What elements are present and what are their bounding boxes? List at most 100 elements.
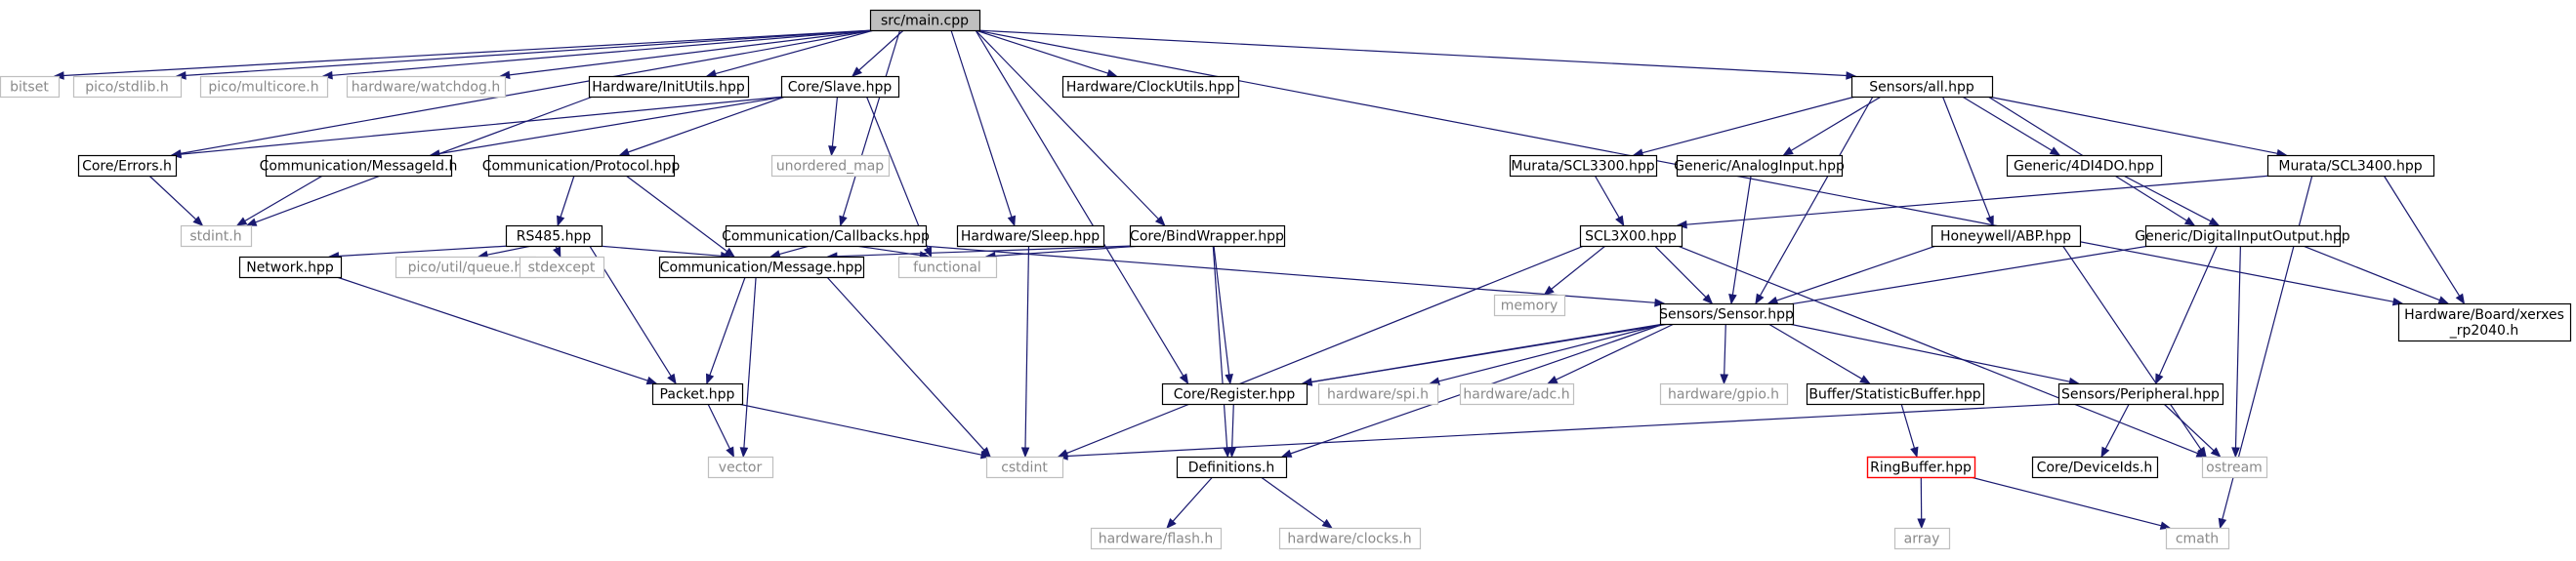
node-label: stdint.h (189, 229, 241, 245)
edge-statbuf-to-ringbuffer (1900, 403, 1919, 459)
node-box (1317, 382, 1439, 406)
edge-line (1767, 323, 1863, 380)
node-box (1061, 75, 1240, 99)
node-xerxes[interactable]: Hardware/Board/xerxes_rp2040.h (2397, 302, 2572, 342)
node-box (2201, 456, 2268, 479)
node-deviceids[interactable]: Core/DeviceIds.h (2031, 456, 2159, 479)
edge-line (62, 29, 875, 77)
node-scl3400[interactable]: Murata/SCL3400.hpp (2266, 154, 2435, 178)
edge-scl3x00-to-cstdint (1057, 245, 1585, 458)
edge-line (1260, 476, 1325, 524)
edge-line (858, 29, 904, 71)
edge-protocol-to-rs485 (557, 175, 575, 227)
node-box (346, 75, 507, 99)
node-label: Generic/DigitalInputOutput.hpp (2135, 229, 2350, 245)
edge-arrowhead (1846, 71, 1857, 80)
node-network[interactable]: Network.hpp (238, 256, 343, 279)
node-label: Generic/AnalogInput.hpp (1674, 159, 1845, 175)
edge-messageid-to-stdint (235, 175, 323, 226)
node-flash: hardware/flash.h (1090, 527, 1223, 550)
edge-arrowhead (1615, 215, 1625, 227)
edge-line (1987, 96, 2278, 154)
edge-arrowhead (852, 66, 862, 77)
node-box (2057, 382, 2224, 406)
node-label: Hardware/Board/xerxes_rp2040.h (2404, 307, 2564, 339)
node-clockutils[interactable]: Hardware/ClockUtils.hpp (1061, 75, 1240, 99)
node-vector: vector (707, 456, 774, 479)
node-g4di4do[interactable]: Generic/4DI4DO.hpp (2006, 154, 2163, 178)
node-box (487, 154, 676, 178)
node-message[interactable]: Communication/Message.hpp (658, 256, 865, 279)
node-label: Generic/4DI4DO.hpp (2014, 159, 2154, 175)
edge-arrowhead (1154, 216, 1166, 226)
node-initutils[interactable]: Hardware/InitUtils.hpp (588, 75, 750, 99)
node-sleep[interactable]: Hardware/Sleep.hpp (956, 224, 1105, 248)
node-digitalio[interactable]: Generic/DigitalInputOutput.hpp (2135, 224, 2350, 248)
edge-scl3300-to-scl3x00 (1594, 175, 1625, 227)
edge-bindwrapper-to-definitions (1212, 245, 1231, 459)
node-box (1090, 527, 1223, 550)
node-label: Sensors/all.hpp (1869, 80, 1974, 96)
node-scl3x00[interactable]: SCL3X00.hpp (1579, 224, 1683, 248)
node-label: Honeywell/ABP.hpp (1940, 229, 2071, 245)
edge-line (1231, 403, 1234, 449)
node-stdlib: pico/stdlib.h (72, 75, 183, 99)
node-sensorsall[interactable]: Sensors/all.hpp (1850, 75, 1994, 99)
edge-line (2158, 245, 2218, 377)
edge-arrowhead (1782, 146, 1794, 156)
edge-peripheral-to-ostream (2163, 403, 2222, 458)
node-abp[interactable]: Honeywell/ABP.hpp (1931, 224, 2082, 248)
edge-line (1724, 323, 1726, 376)
edge-arrowhead (2208, 217, 2221, 226)
node-label: Core/DeviceIds.h (2037, 461, 2153, 476)
edge-line (1556, 323, 1675, 381)
node-box (0, 75, 61, 99)
node-ringbuffer[interactable]: RingBuffer.hpp (1866, 456, 1976, 479)
node-functional: functional (897, 256, 998, 279)
node-peripheral[interactable]: Sensors/Peripheral.hpp (2057, 382, 2224, 406)
node-label: Communication/Message.hpp (660, 260, 863, 276)
node-label: hardware/gpio.h (1668, 387, 1779, 403)
edge-arrowhead (1227, 447, 1237, 459)
node-analoginput[interactable]: Generic/AnalogInput.hpp (1674, 154, 1845, 178)
edge-line (1438, 323, 1665, 382)
node-register[interactable]: Core/Register.hpp (1161, 382, 1309, 406)
node-box (2397, 302, 2572, 342)
node-label: Packet.hpp (660, 387, 735, 403)
node-statbuf[interactable]: Buffer/StatisticBuffer.hpp (1806, 382, 1985, 406)
node-messageid[interactable]: Communication/MessageId.h (260, 154, 458, 178)
edge-arrowhead (1755, 293, 1765, 305)
edge-digitalio-to-peripheral (2155, 245, 2218, 385)
node-label: unordered_map (776, 159, 884, 175)
node-label: stdexcept (528, 260, 596, 276)
edge-main-to-sensorsall (975, 29, 1857, 80)
node-slave[interactable]: Core/Slave.hpp (780, 75, 900, 99)
node-protocol[interactable]: Communication/Protocol.hpp (482, 154, 681, 178)
edge-rs485-to-stdexcept (553, 245, 561, 259)
node-label: RS485.hpp (517, 229, 592, 245)
edge-main-to-multicore (321, 29, 875, 80)
node-sensor[interactable]: Sensors/Sensor.hpp (1659, 302, 1795, 326)
node-callbacks[interactable]: Communication/Callbacks.hpp (722, 224, 930, 248)
edge-line (1641, 96, 1856, 154)
node-errors[interactable]: Core/Errors.h (77, 154, 178, 178)
node-label: hardware/watchdog.h (352, 80, 500, 96)
node-scl3300[interactable]: Murata/SCL3300.hpp (1509, 154, 1658, 178)
node-main[interactable]: src/main.cpp (869, 9, 981, 32)
node-bindwrapper[interactable]: Core/BindWrapper.hpp (1129, 224, 1286, 248)
node-definitions[interactable]: Definitions.h (1176, 456, 1288, 479)
node-packet[interactable]: Packet.hpp (651, 382, 744, 406)
edge-arrowhead (2183, 217, 2196, 226)
edge-abp-to-sensor (1766, 245, 1936, 305)
edge-definitions-to-flash (1166, 476, 1214, 529)
node-label: hardware/spi.h (1327, 387, 1429, 403)
node-rs485[interactable]: RS485.hpp (505, 224, 603, 248)
node-box (2266, 154, 2435, 178)
edge-packet-to-vector (707, 403, 734, 459)
edge-register-to-definitions (1227, 403, 1237, 459)
edge-line (1776, 245, 1936, 301)
edge-line (950, 29, 1013, 218)
edge-sensor-to-peripheral (1788, 323, 2080, 386)
edge-main-to-bitset (53, 29, 875, 80)
node-label: Communication/MessageId.h (260, 159, 458, 175)
